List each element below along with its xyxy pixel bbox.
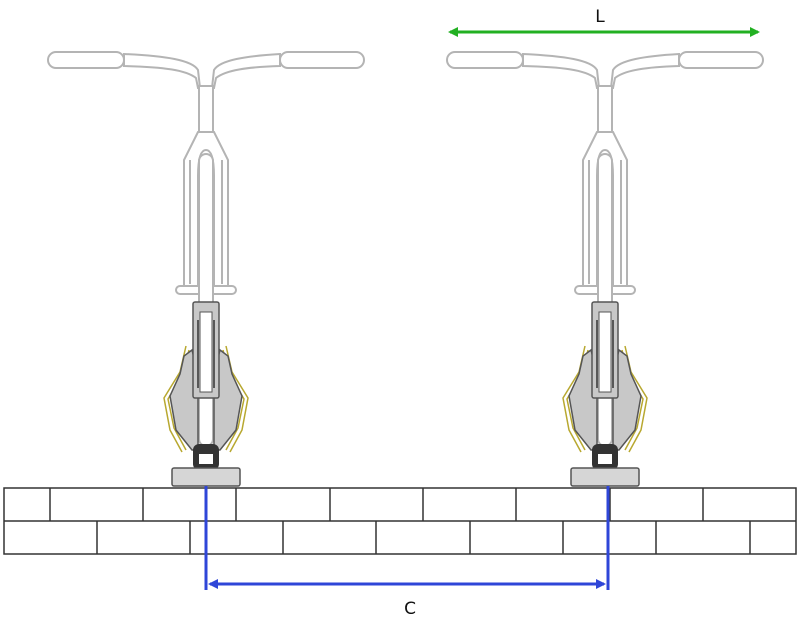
center-distance-label: C — [404, 599, 416, 619]
center-distance-dimension — [204, 486, 610, 590]
right-bike — [446, 51, 764, 487]
curb-stones — [3, 487, 797, 555]
width-dimension-label: L — [595, 7, 605, 27]
left-bike — [47, 51, 365, 487]
